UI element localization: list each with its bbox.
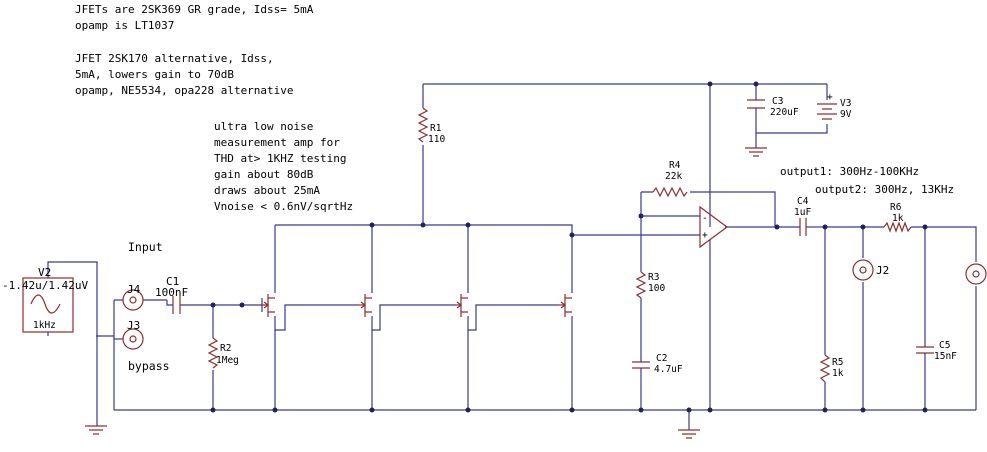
j4-connector: J4 xyxy=(122,283,144,311)
r4-resistor: R4 22k xyxy=(652,160,688,198)
r6-name: R6 xyxy=(890,202,902,213)
c3-capacitor: C3 220uF xyxy=(747,96,799,118)
desc-line-6: Vnoise < 0.6nV/sqrtHz xyxy=(214,200,353,213)
r4-name: R4 xyxy=(669,160,681,171)
note-line-4: 5mA, lowers gain to 70dB xyxy=(75,68,234,81)
c1-value: 100nF xyxy=(155,286,188,299)
note-line-1: JFETs are 2SK369 GR grade, Idss= 5mA xyxy=(75,3,314,16)
c3-name: C3 xyxy=(772,96,783,107)
c1-name: C1 xyxy=(166,275,179,288)
output1-label: output1: 300Hz-100KHz xyxy=(780,165,919,178)
amp-description: ultra low noise measurement amp for THD … xyxy=(214,120,353,213)
c5-value: 15nF xyxy=(934,351,957,362)
jfet-1 xyxy=(267,294,275,317)
v3-value: 9V xyxy=(840,109,852,120)
r4-value: 22k xyxy=(665,171,682,182)
desc-line-5: draws about 25mA xyxy=(214,184,320,197)
r5-value: 1k xyxy=(832,368,844,379)
opamp: - + xyxy=(699,205,729,249)
note-line-2: opamp is LT1037 xyxy=(75,19,174,32)
r2-value: 1Meg xyxy=(216,355,239,366)
wiring xyxy=(47,83,977,430)
note-line-5: opamp, NE5534, opa228 alternative xyxy=(75,84,294,97)
output2-label: output2: 300Hz, 13KHz xyxy=(815,183,954,196)
c5-name: C5 xyxy=(939,340,950,351)
r3-resistor: R3 100 xyxy=(635,271,665,299)
desc-line-3: THD at> 1KHZ testing xyxy=(214,152,346,165)
v3-name: V3 xyxy=(840,98,851,109)
opamp-plus: + xyxy=(702,230,708,241)
c4-name: C4 xyxy=(797,196,809,207)
r6-resistor: R6 1k xyxy=(883,202,912,233)
v2-name: V2 xyxy=(38,266,51,279)
v2-freq: 1kHz xyxy=(33,320,56,331)
v3-plus: + xyxy=(827,92,833,103)
v3-battery: + V3 9V xyxy=(817,92,852,120)
jfet-4 xyxy=(564,294,572,317)
c1-capacitor: C1 100nF xyxy=(155,275,188,314)
r3-name: R3 xyxy=(648,272,659,283)
opamp-minus: - xyxy=(702,213,708,224)
j4-name: J4 xyxy=(127,283,141,296)
jfet-array xyxy=(262,294,572,317)
desc-line-2: measurement amp for xyxy=(214,136,340,149)
desc-line-4: gain about 80dB xyxy=(214,168,314,181)
desc-line-1: ultra low noise xyxy=(214,120,313,133)
j2-connector: J2 xyxy=(852,259,889,281)
c4-capacitor: C4 1uF xyxy=(794,196,812,236)
ground-symbols xyxy=(85,147,767,439)
j2-name: J2 xyxy=(876,264,889,277)
c5-capacitor: C5 15nF xyxy=(916,340,957,362)
r1-resistor: R1 110 xyxy=(417,107,445,145)
j3-connector: J3 xyxy=(122,319,144,350)
v2-value: -1.42u/1.42uV xyxy=(2,279,88,292)
bypass-label: bypass xyxy=(128,359,170,373)
jfet-3 xyxy=(460,294,468,317)
r2-name: R2 xyxy=(220,343,231,354)
junction-dots xyxy=(210,81,928,413)
jfet-2 xyxy=(364,294,372,317)
c2-value: 4.7uF xyxy=(654,364,683,375)
r2-resistor: R2 1Meg xyxy=(207,337,239,369)
design-notes: JFETs are 2SK369 GR grade, Idss= 5mA opa… xyxy=(75,3,314,97)
output-connector xyxy=(965,263,987,285)
r1-name: R1 xyxy=(430,123,442,134)
j3-name: J3 xyxy=(127,319,140,332)
c2-name: C2 xyxy=(656,353,667,364)
r6-value: 1k xyxy=(892,213,904,224)
c3-value: 220uF xyxy=(770,107,799,118)
note-line-3: JFET 2SK170 alternative, Idss, xyxy=(75,52,274,65)
r3-value: 100 xyxy=(648,283,665,294)
r5-resistor: R5 1k xyxy=(819,354,844,383)
c4-value: 1uF xyxy=(794,207,811,218)
r1-value: 110 xyxy=(428,134,445,145)
r5-name: R5 xyxy=(832,357,843,368)
input-label: Input xyxy=(128,240,163,254)
v2-signal-source: V2 -1.42u/1.42uV 1kHz xyxy=(2,266,88,333)
c2-capacitor: C2 4.7uF xyxy=(632,352,683,376)
